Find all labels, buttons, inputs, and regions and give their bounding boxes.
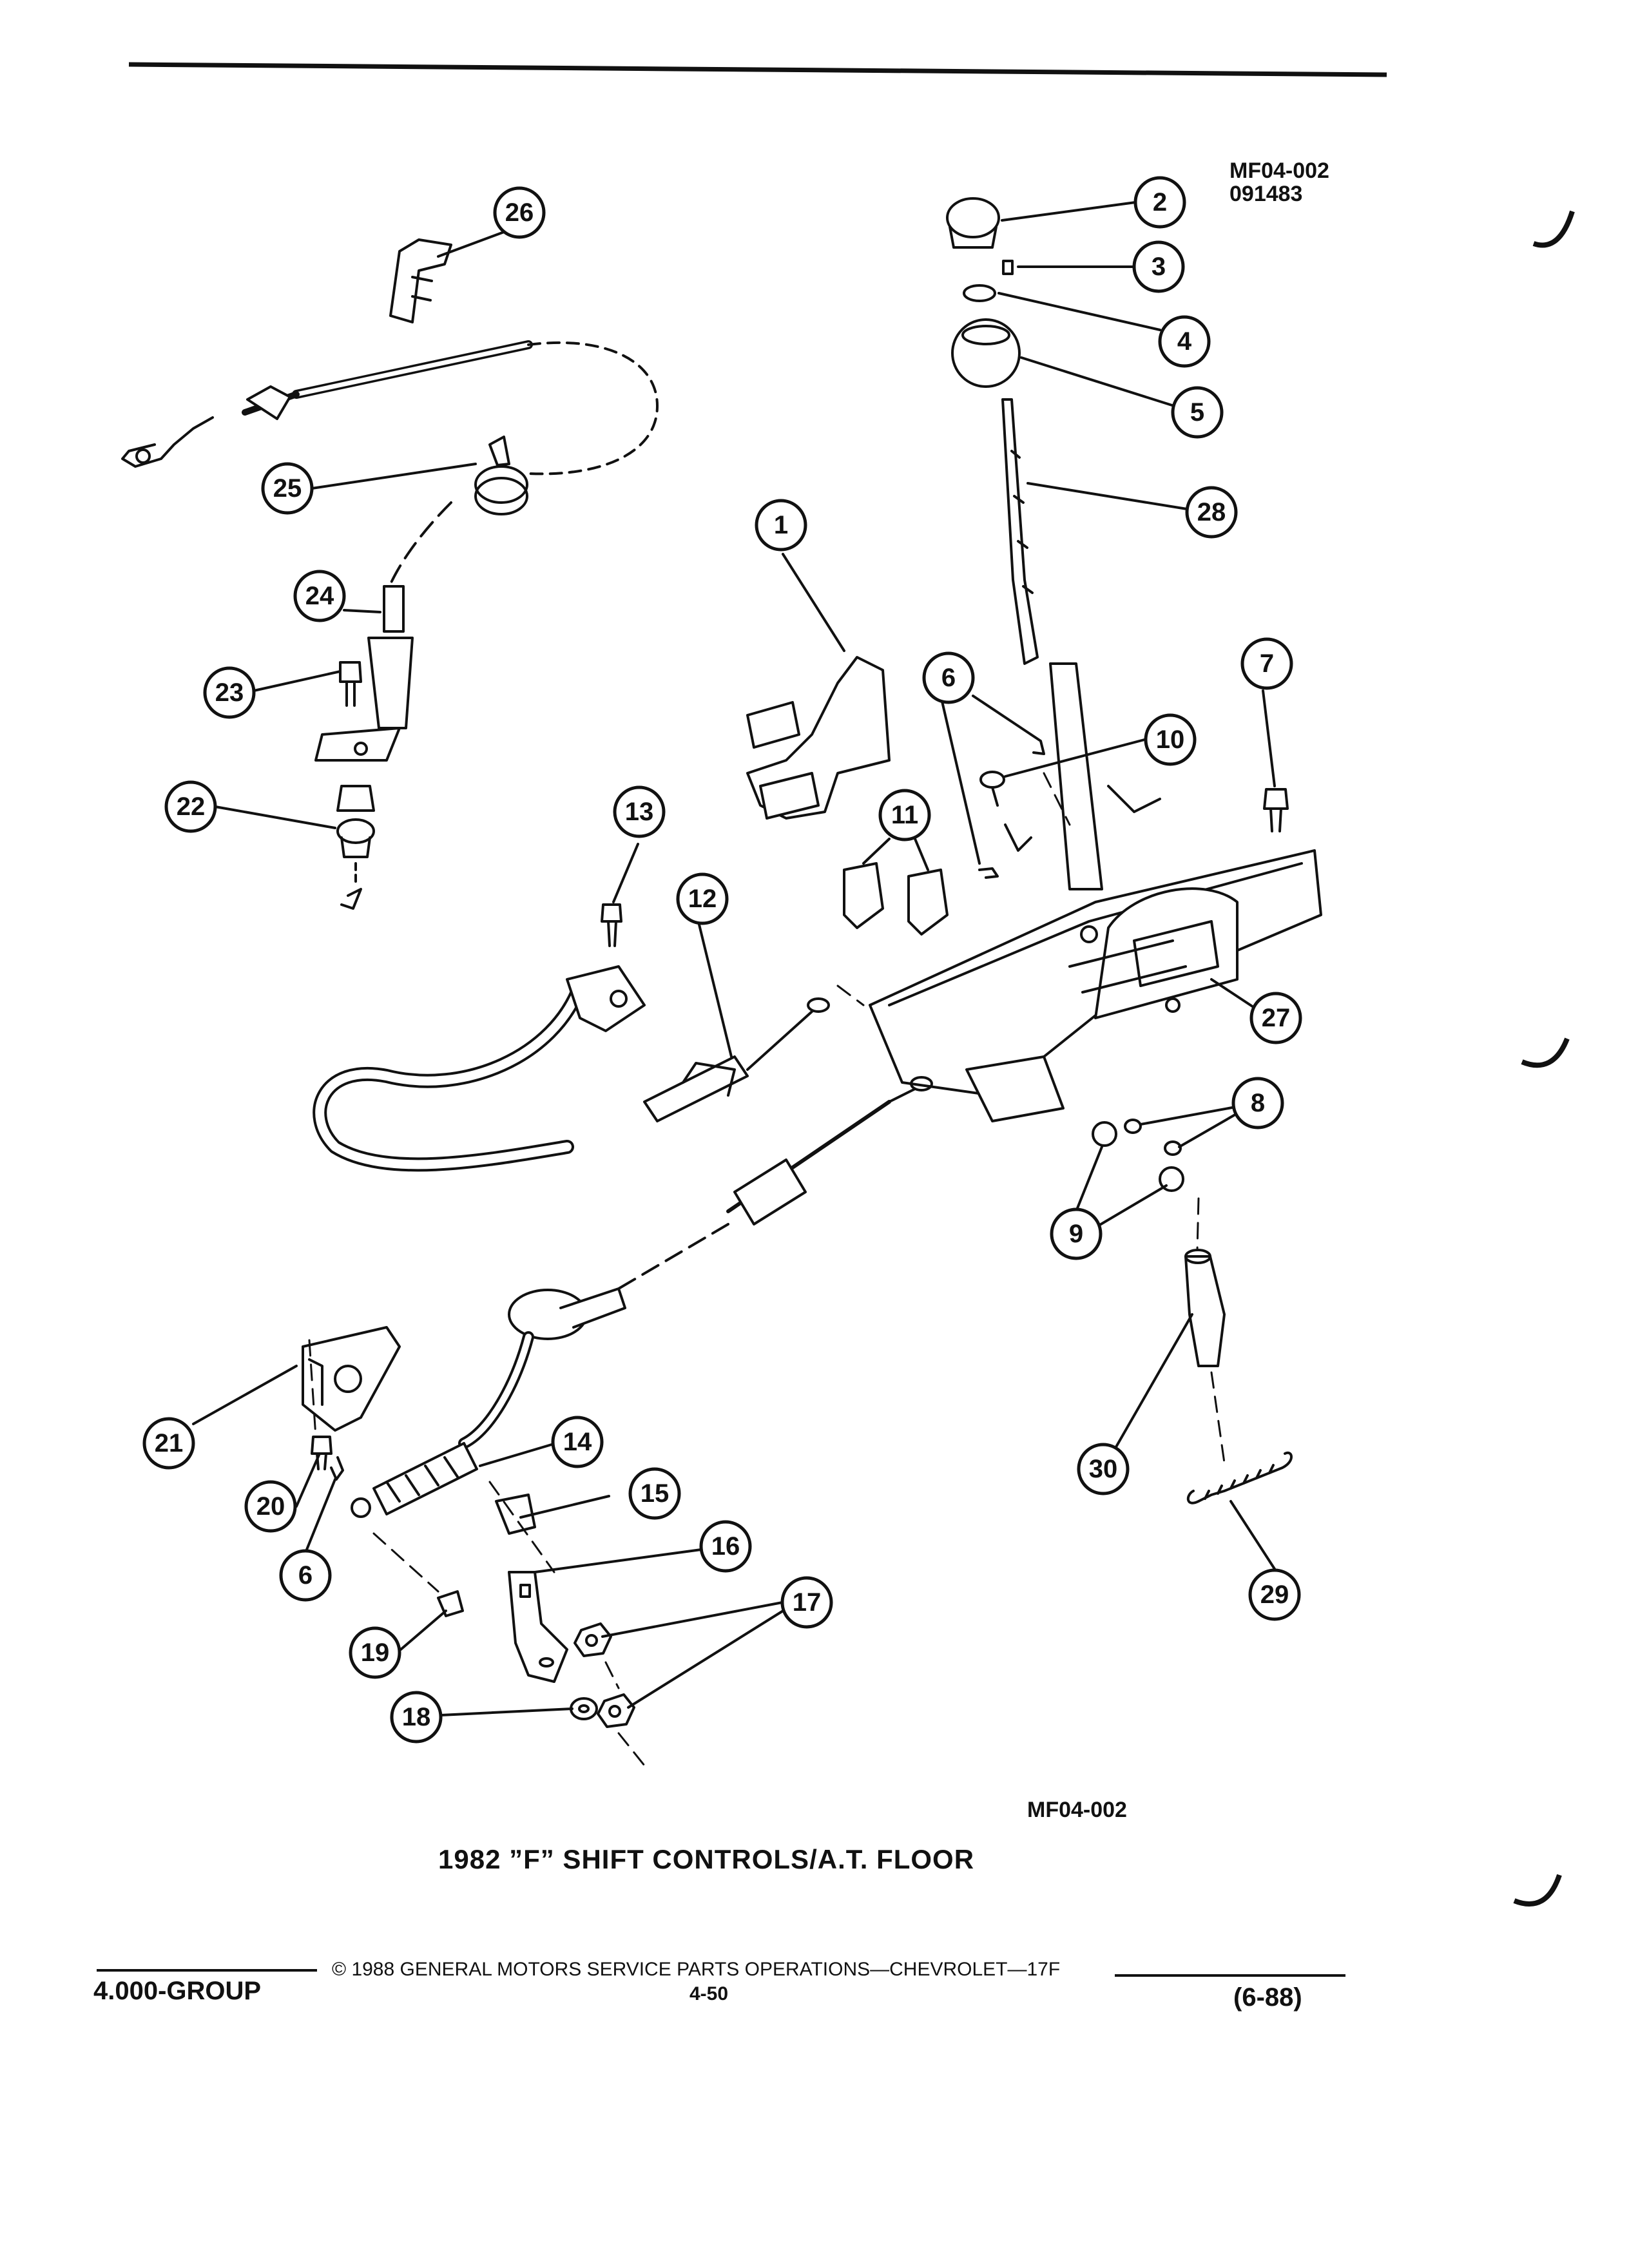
- figure-caption: 1982 ”F” SHIFT CONTROLS/A.T. FLOOR: [438, 1844, 975, 1874]
- footer-page-number: 4-50: [689, 1983, 729, 2004]
- part-13-bolt: [601, 903, 622, 947]
- part-17-nut-lower: [597, 1693, 635, 1728]
- part-27-shifter-base: [869, 785, 1322, 1122]
- margin-mark: [1513, 1874, 1562, 1907]
- cable-assembly-lower: [351, 1076, 933, 1518]
- callout-6-upper: 6: [941, 664, 956, 692]
- part-30-rod-end: [1184, 1249, 1226, 1367]
- callout-20: 20: [256, 1492, 285, 1521]
- part-6-pin-middle: [978, 867, 999, 879]
- callout-29: 29: [1260, 1581, 1289, 1609]
- margin-mark: [1532, 210, 1575, 248]
- callout-18: 18: [402, 1703, 431, 1731]
- footer-copyright: © 1988 GENERAL MOTORS SERVICE PARTS OPER…: [332, 1959, 1061, 1980]
- part-5-knob: [951, 318, 1021, 388]
- ref-date: 091483: [1229, 182, 1303, 206]
- part-9-nuts: [1092, 1121, 1184, 1192]
- part-10-bolt: [979, 771, 1005, 807]
- diagram-ref-bottom: MF04-002: [1027, 1798, 1127, 1822]
- callout-25: 25: [273, 474, 302, 503]
- callout-14: 14: [563, 1428, 592, 1456]
- part-6-pin-lower: [330, 1456, 344, 1481]
- callout-19: 19: [361, 1639, 390, 1667]
- callout-numbers: 1 2 3 4 5 6 6 7 8 9 10 11 12 13 14 15 16…: [155, 188, 1291, 1731]
- callout-30: 30: [1089, 1455, 1118, 1483]
- callout-21: 21: [155, 1429, 184, 1457]
- part-3-pin: [1002, 260, 1014, 275]
- ref-code: MF04-002: [1229, 159, 1329, 183]
- part-8-washers: [1124, 1119, 1182, 1156]
- callout-22: 22: [177, 793, 206, 821]
- margin-mark: [1521, 1037, 1570, 1068]
- part-2-knob-cap: [946, 197, 1000, 249]
- callout-24: 24: [305, 582, 334, 610]
- callout-circles: [142, 176, 1302, 1744]
- part-19-pin: [437, 1590, 464, 1617]
- callout-17: 17: [793, 1588, 822, 1617]
- footer-group: 4.000-GROUP: [93, 1977, 262, 2005]
- part-25-clamp: [474, 436, 528, 515]
- part-1-cover: [746, 656, 891, 820]
- part-6-pin-upper: [1030, 733, 1045, 755]
- top-rule: [128, 62, 1387, 77]
- footer-revision: (6-88): [1233, 1983, 1302, 2012]
- part-18-washer: [570, 1697, 598, 1720]
- part-7-bolt: [1263, 788, 1289, 832]
- part-12-cable-end: [643, 997, 830, 1122]
- callout-10: 10: [1156, 726, 1185, 754]
- callout-7: 7: [1260, 649, 1274, 678]
- callout-1: 1: [774, 511, 788, 539]
- callout-3: 3: [1152, 253, 1166, 281]
- callout-8: 8: [1251, 1089, 1265, 1117]
- part-23-bolt: [339, 661, 362, 707]
- callout-27: 27: [1262, 1004, 1291, 1032]
- part-22-grommet: [336, 785, 375, 910]
- part-4-washer: [963, 284, 996, 302]
- part-26-clip: [389, 238, 452, 323]
- part-16-bracket: [508, 1571, 568, 1683]
- callout-11: 11: [891, 801, 918, 829]
- callout-12: 12: [688, 885, 717, 913]
- callout-6-lower: 6: [298, 1561, 313, 1590]
- assembly-lines: [308, 772, 1226, 1767]
- leader-lines: [192, 201, 1281, 1716]
- part-24-cable-end: [314, 585, 414, 762]
- cable-loop: [313, 965, 646, 1172]
- cable-assembly-upper: [121, 340, 659, 594]
- callout-13: 13: [625, 798, 654, 826]
- callout-15: 15: [641, 1479, 670, 1508]
- callout-5: 5: [1190, 398, 1204, 427]
- callout-28: 28: [1197, 498, 1226, 526]
- callout-23: 23: [215, 678, 244, 707]
- part-29-spring: [1186, 1451, 1293, 1504]
- part-17-nut-upper: [574, 1622, 612, 1657]
- callout-26: 26: [505, 198, 534, 227]
- callout-9: 9: [1069, 1220, 1083, 1248]
- part-21-bracket: [302, 1326, 401, 1432]
- part-11-clips: [843, 862, 949, 936]
- callout-4: 4: [1177, 327, 1192, 356]
- callout-16: 16: [711, 1532, 740, 1561]
- callout-2: 2: [1153, 188, 1167, 216]
- part-28-shift-lever: [1001, 398, 1103, 890]
